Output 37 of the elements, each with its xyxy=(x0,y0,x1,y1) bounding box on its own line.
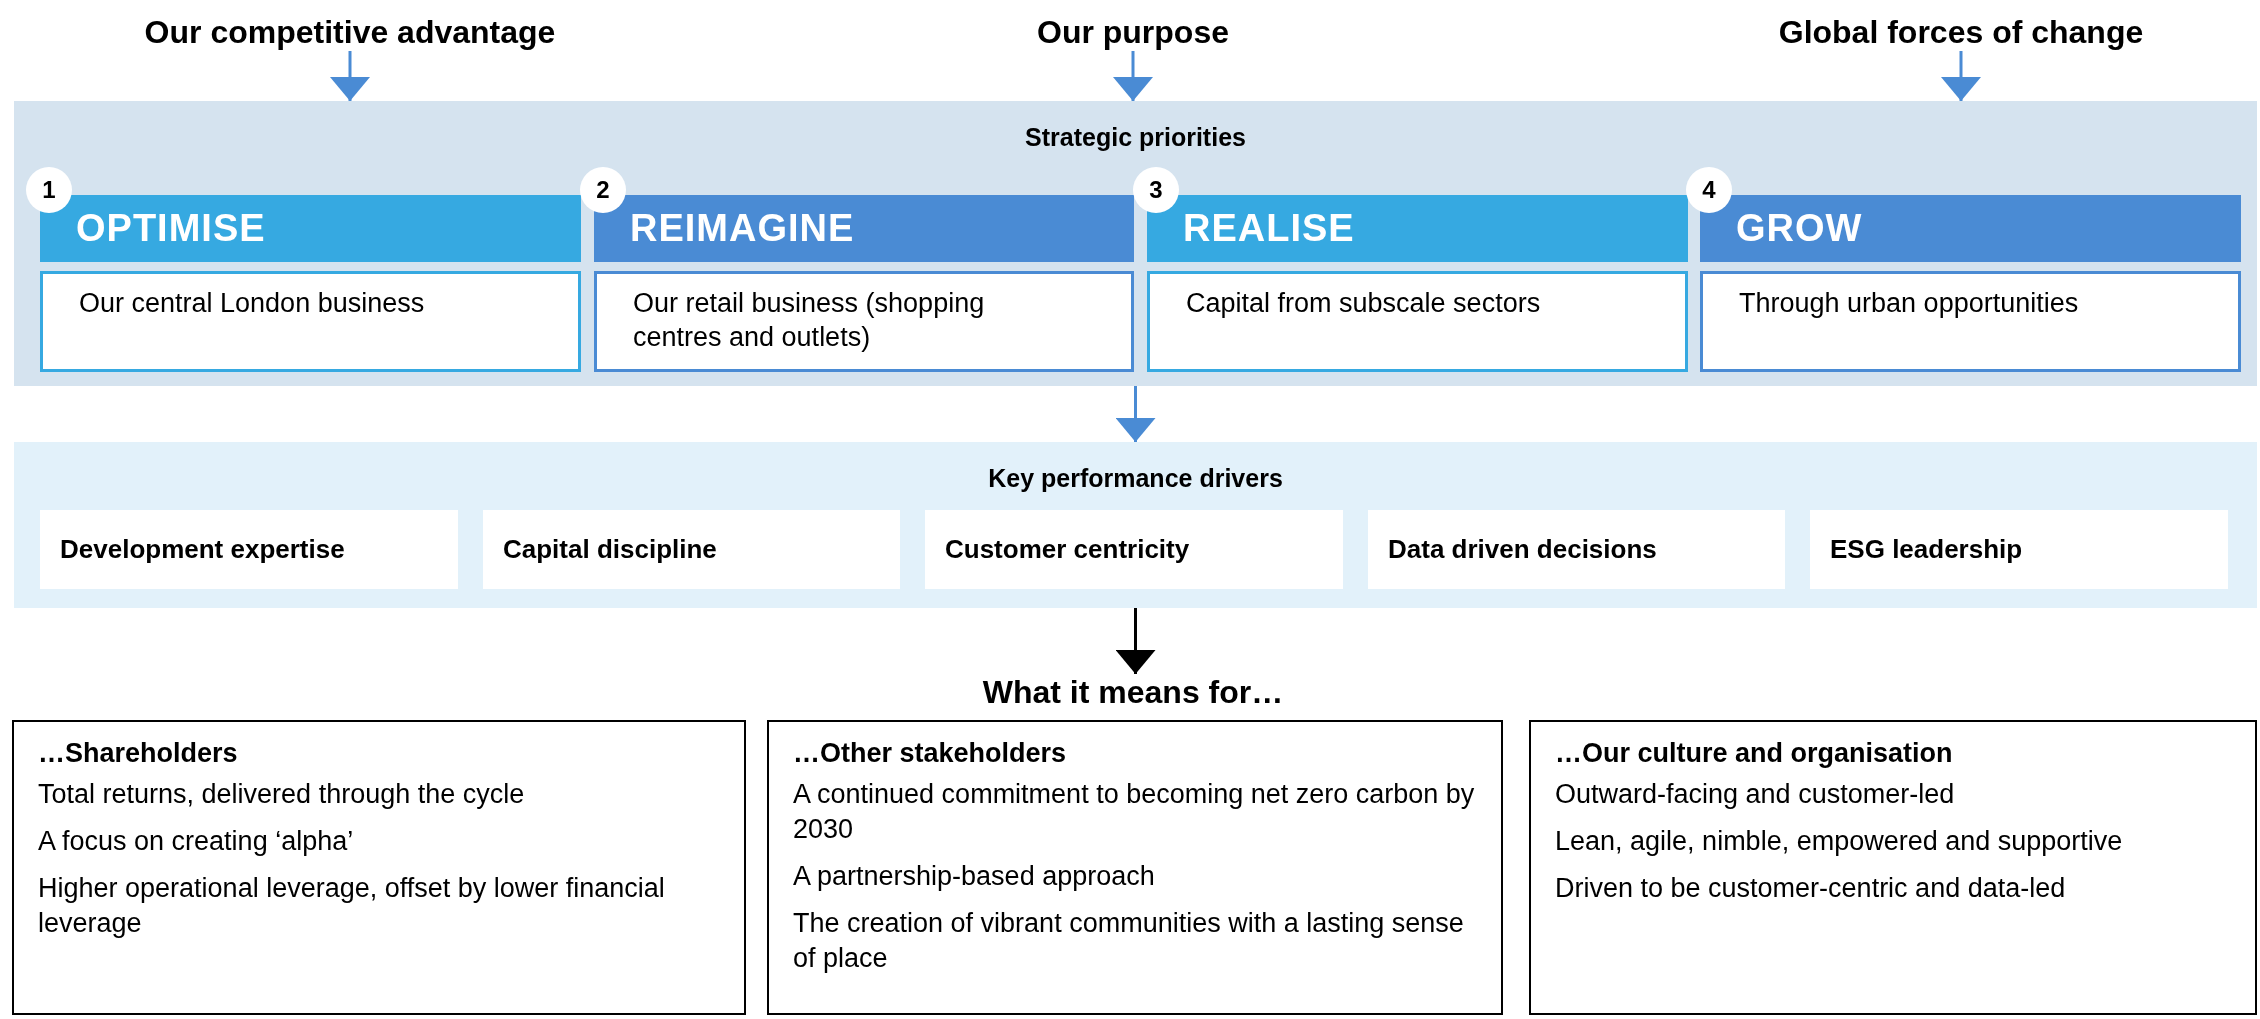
bullet-text: A focus on creating ‘alpha’ xyxy=(38,825,355,858)
arrow xyxy=(1113,51,1153,101)
driver-box: Development expertise xyxy=(40,510,458,589)
driver-box: Capital discipline xyxy=(483,510,900,589)
arrow xyxy=(1115,608,1156,674)
section-title: Strategic priorities xyxy=(1025,123,1246,152)
heading-text: Global forces of change xyxy=(1711,14,2211,51)
bullet-text: A continued commitment to becoming net zero carbon by 2030 xyxy=(793,778,1476,846)
stakeholder-box xyxy=(12,720,746,1015)
bullet-text: Driven to be customer-centric and data-led xyxy=(1555,872,2067,905)
driver-box: Data driven decisions xyxy=(1368,510,1785,589)
stakeholder-box xyxy=(1529,720,2257,1015)
arrow xyxy=(330,51,370,101)
priority-box: Capital from subscale sectors xyxy=(1147,271,1688,372)
section-title: Key performance drivers xyxy=(988,464,1283,493)
box-heading: …Our culture and organisation xyxy=(1555,737,1954,770)
bullet-text: A partnership-based approach xyxy=(793,860,1156,893)
driver-box: ESG leadership xyxy=(1810,510,2228,589)
section-band xyxy=(14,101,2257,386)
bullet-text: Total returns, delivered through the cycle xyxy=(38,778,526,811)
arrow xyxy=(1941,51,1981,101)
bullet-text: The creation of vibrant communities with a lasting sense of place xyxy=(793,907,1465,975)
box-heading: …Other stakeholders xyxy=(793,737,1068,770)
arrow xyxy=(1115,386,1156,442)
stakeholder-box xyxy=(767,720,1503,1015)
priority-box: Our central London business xyxy=(40,271,581,372)
heading-text: Our competitive advantage xyxy=(100,14,600,51)
heading-text: Our purpose xyxy=(883,14,1383,51)
section-band xyxy=(14,442,2257,608)
driver-box: Customer centricity xyxy=(925,510,1343,589)
priority-box: Our retail business (shopping centres and outlets) xyxy=(594,271,1134,372)
bullet-text: Lean, agile, nimble, empowered and supportive xyxy=(1555,825,2124,858)
heading-text: What it means for… xyxy=(880,674,1386,711)
box-heading: …Shareholders xyxy=(38,737,239,770)
bullet-text: Higher operational leverage, offset by lower financial leverage xyxy=(38,872,666,940)
bullet-text: Outward-facing and customer-led xyxy=(1555,778,1956,811)
priority-box: Through urban opportunities xyxy=(1700,271,2241,372)
